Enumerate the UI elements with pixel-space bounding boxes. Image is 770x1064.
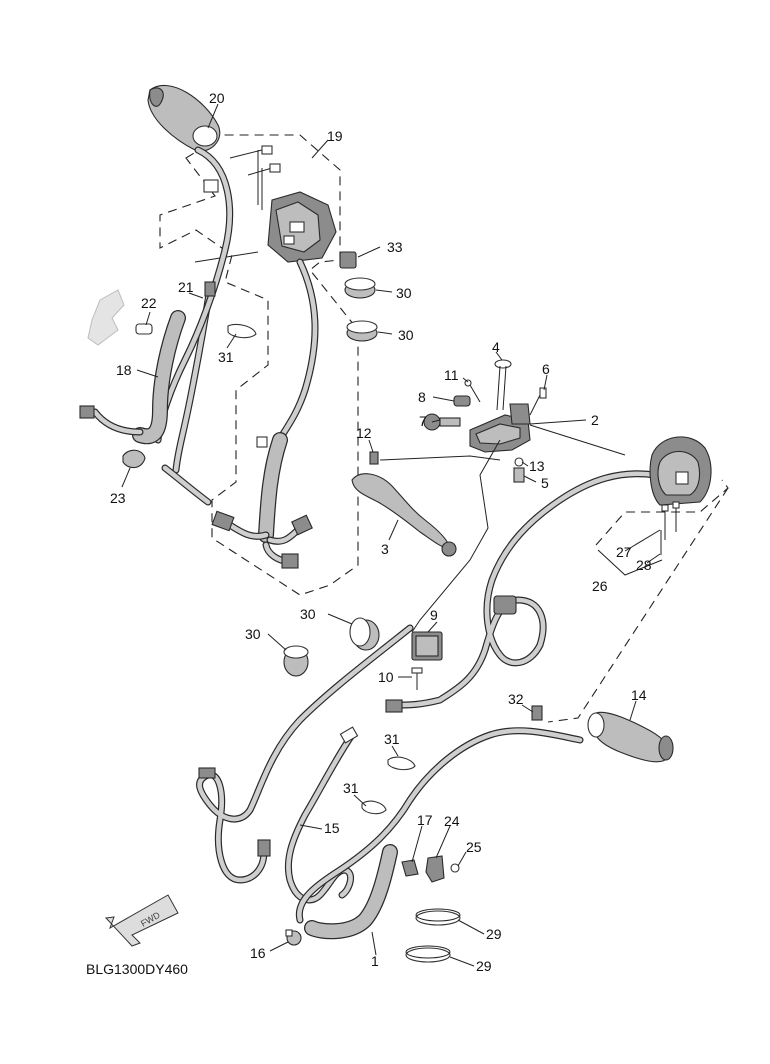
clip-22: [87, 289, 153, 346]
label-3: 3: [381, 541, 389, 557]
cable-clamp: [203, 179, 219, 193]
throttle-cable-end: [339, 726, 359, 744]
label-18: 18: [116, 362, 132, 378]
screws-27-28: [660, 501, 680, 555]
label-28: 28: [636, 557, 652, 573]
right-grip: [587, 711, 674, 763]
clutch-cable-end-b: [257, 839, 271, 857]
part-30-d: [283, 645, 309, 677]
left-switch-connectors: [211, 436, 313, 569]
label-22: 22: [141, 295, 157, 311]
label-5: 5: [541, 475, 549, 491]
clip-23: [122, 449, 146, 469]
label-19: 19: [327, 128, 343, 144]
label-32: 32: [508, 691, 524, 707]
label-24: 24: [444, 813, 460, 829]
band-29-upper: [415, 908, 461, 926]
label-27: 27: [616, 544, 632, 560]
label-25: 25: [466, 839, 482, 855]
clutch-lever: [351, 473, 457, 557]
label-31-a: 31: [218, 349, 234, 365]
band-29-lower: [405, 945, 451, 963]
label-14: 14: [631, 687, 647, 703]
label-11: 11: [444, 367, 459, 383]
label-8: 8: [418, 389, 426, 405]
diagram-code: BLG1300DY460: [86, 961, 188, 977]
cable-end-top-21: [204, 281, 216, 297]
pin-8: [453, 395, 471, 407]
band-31-left: [227, 323, 257, 339]
label-1: 1: [371, 953, 379, 969]
bolt-7: [423, 413, 461, 431]
part-5: [513, 467, 525, 483]
label-9: 9: [430, 607, 438, 623]
clip-16: [285, 929, 302, 946]
group-bracket-26: [597, 549, 663, 576]
lever-holder: [469, 403, 531, 453]
label-21: 21: [178, 279, 194, 295]
left-grip: [147, 84, 221, 152]
label-30-c: 30: [300, 606, 316, 622]
label-15: 15: [324, 820, 340, 836]
label-30-d: 30: [245, 626, 261, 642]
main-harness: [396, 470, 659, 709]
part-9: [411, 631, 443, 661]
label-2: 2: [591, 412, 599, 428]
label-13: 13: [529, 458, 545, 474]
label-4: 4: [492, 339, 500, 355]
label-33: 33: [387, 239, 403, 255]
part-30-a: [344, 277, 376, 299]
harness-connector-end: [385, 699, 403, 713]
bolt-4: [494, 359, 512, 411]
bolt-11: [464, 379, 481, 403]
group-outline-14: [547, 487, 729, 723]
leader-lines: [121, 103, 661, 967]
part-25: [450, 863, 460, 873]
label-16: 16: [250, 945, 266, 961]
part-33: [339, 251, 357, 269]
label-17: 17: [417, 812, 433, 828]
fwd-arrow-icon: FWD: [104, 894, 179, 947]
clutch-cable-end: [198, 767, 216, 779]
bolt-6: [529, 387, 547, 416]
label-26: 26: [592, 578, 608, 594]
label-29-a: 29: [486, 926, 502, 942]
left-switch-housing: [267, 191, 337, 263]
group-outline-19: [159, 134, 359, 596]
label-31-c: 31: [343, 780, 359, 796]
right-switch-housing: [649, 436, 712, 506]
label-31-b: 31: [384, 731, 400, 747]
part-30-b: [346, 320, 378, 342]
label-10: 10: [378, 669, 394, 685]
label-6: 6: [542, 361, 550, 377]
label-30-a: 30: [396, 285, 412, 301]
label-7: 7: [419, 413, 427, 429]
part-labels: 20 19 33 30 30 22 21 31 18 23 4 6 11 8 7…: [110, 90, 652, 974]
band-31-lower: [361, 800, 387, 815]
switch-screws: [194, 145, 281, 263]
part-13: [514, 457, 524, 467]
label-20: 20: [209, 90, 225, 106]
harness-connector: [493, 595, 517, 615]
label-29-b: 29: [476, 958, 492, 974]
part-30-c: [349, 617, 380, 651]
part-17: [401, 859, 419, 877]
label-12: 12: [356, 425, 372, 441]
label-30-b: 30: [398, 327, 414, 343]
label-23: 23: [110, 490, 126, 506]
left-hose-connector: [79, 405, 95, 419]
part-32: [531, 705, 543, 721]
part-12: [369, 451, 379, 465]
assembly-line-clutch: [379, 439, 501, 633]
part-24: [425, 855, 445, 883]
throttle-cable-a: [284, 731, 356, 904]
band-31-upper: [387, 756, 416, 771]
